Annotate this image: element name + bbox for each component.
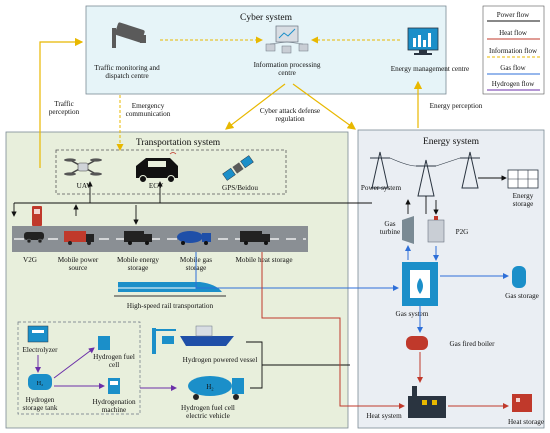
v2g-car-icon	[24, 232, 44, 244]
satellite-icon	[222, 155, 254, 181]
legend: Power flow Heat flow Information flow Ga…	[482, 5, 545, 95]
energy-management-label: Energy management centre	[391, 65, 470, 73]
ecv-icon	[136, 152, 178, 183]
transport-title: Transportation system	[136, 138, 221, 148]
p2g-label: P2G	[456, 228, 469, 236]
ecv-label: ECV	[149, 182, 164, 190]
energy-storage-icon	[507, 169, 539, 189]
camera-icon	[112, 22, 146, 48]
legend-item-gas: Gas flow	[487, 64, 540, 75]
h2-tanker-icon: H₂	[188, 376, 244, 400]
port-crane-icon	[152, 328, 176, 354]
energy-perception-label: Energy perception	[430, 102, 483, 110]
fuel-cell-icon	[98, 336, 110, 350]
heat-storage-icon	[512, 394, 532, 412]
h2-arrow-tank-to-fuel-cell	[53, 347, 95, 379]
gas-line-mobile-gas-to-system	[195, 252, 399, 291]
rail-label: High-speed rail transportation	[127, 302, 214, 310]
uav-label: UAV	[77, 182, 92, 190]
uav-icon	[64, 158, 102, 176]
cyber-title: Cyber system	[240, 13, 293, 23]
gas-system-label: Gas system	[396, 310, 429, 318]
electrolyzer-label: Electrolyzer	[22, 346, 58, 354]
h2-vessel-label: Hydrogen powered vessel	[183, 356, 258, 364]
svg-text:Information flow: Information flow	[489, 47, 538, 55]
v2g-label: V2G	[23, 256, 37, 264]
server-network-icon	[265, 25, 309, 54]
legend-item-information: Information flow	[487, 47, 540, 58]
legend-item-power: Power flow	[487, 11, 540, 22]
mobile-heat-truck-icon	[240, 231, 270, 245]
monitor-chart-icon	[407, 27, 439, 55]
svg-text:H₂: H₂	[37, 381, 43, 387]
heat-system-icon	[408, 386, 446, 418]
mobile-gas-truck-icon	[177, 231, 211, 245]
perception-devices-box	[55, 149, 287, 195]
info-arrow-defense-to-transport	[225, 83, 286, 130]
info-arrow-traffic-perception	[39, 37, 84, 168]
heat-line-mobile-heat-to-system	[261, 252, 405, 409]
legend-item-heat: Heat flow	[487, 29, 540, 40]
energy-title: Energy system	[423, 137, 480, 147]
power-system-label: Power system	[361, 184, 402, 192]
hydrogenation-machine-icon	[108, 378, 120, 394]
electrolyzer-icon	[27, 325, 49, 343]
gas-system-icon	[402, 262, 438, 306]
svg-text:Heat flow: Heat flow	[499, 29, 528, 37]
gps-label: GPS/Beidou	[222, 184, 258, 192]
hydrogen-vessel-icon	[180, 325, 234, 346]
gas-boiler-label: Gas fired boiler	[449, 340, 495, 348]
heat-system-label: Heat system	[366, 412, 402, 420]
svg-text:Hydrogen flow: Hydrogen flow	[492, 80, 536, 88]
gas-storage-icon	[512, 266, 526, 288]
charging-station-icon	[32, 206, 42, 226]
gas-turbine-icon	[402, 216, 414, 244]
gas-boiler-icon	[406, 336, 428, 350]
p2g-icon	[427, 216, 445, 243]
info-arrow-defense-to-energy	[292, 83, 356, 130]
svg-text:Gas flow: Gas flow	[500, 64, 526, 72]
heat-storage-label: Heat storage	[508, 418, 544, 426]
svg-text:H₂: H₂	[206, 383, 214, 391]
gas-storage-label: Gas storage	[505, 292, 539, 300]
legend-item-hydrogen: Hydrogen flow	[487, 80, 540, 91]
hydrogen-subsystem-box	[17, 321, 141, 415]
mobile-storage-truck-icon	[124, 231, 152, 245]
transport-panel	[5, 131, 349, 429]
svg-text:Power flow: Power flow	[497, 11, 530, 19]
mobile-power-truck-icon	[64, 231, 94, 245]
h2-tank-icon: H₂	[28, 374, 52, 390]
mobile-heat-storage-label: Mobile heat storage	[235, 256, 292, 264]
